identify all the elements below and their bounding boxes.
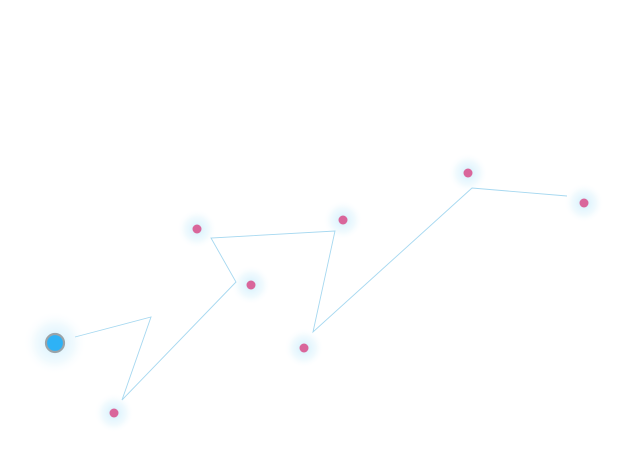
waypoint-dot-icon[interactable] — [192, 224, 202, 234]
waypoint-dot-icon[interactable] — [463, 168, 473, 178]
player-orb-icon[interactable] — [44, 332, 66, 354]
waypoint-layer — [109, 168, 589, 418]
waypoint-dot-icon[interactable] — [338, 215, 348, 225]
waypoint-dot-icon[interactable] — [579, 198, 589, 208]
waypoint-dot-icon[interactable] — [109, 408, 119, 418]
path-line — [74, 187, 568, 401]
waypoint-dot-icon[interactable] — [299, 343, 309, 353]
waypoint-dot-icon[interactable] — [246, 280, 256, 290]
player-orb-icon[interactable] — [44, 332, 66, 354]
